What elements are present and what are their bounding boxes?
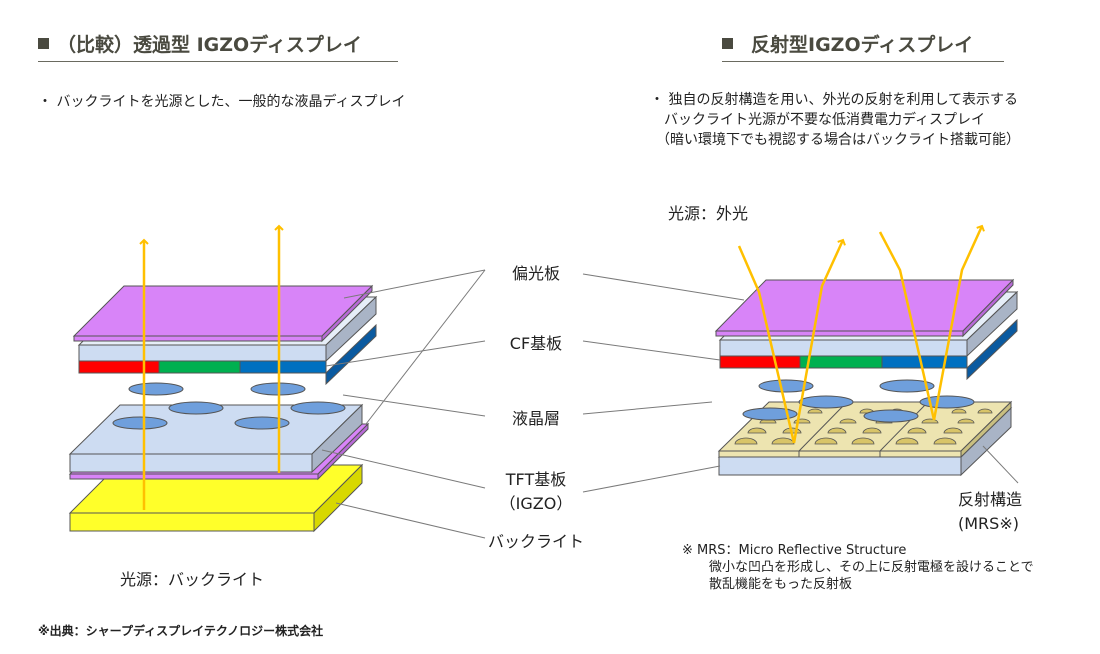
square-bullet-icon [722, 38, 733, 49]
reflected-ray-arrow [792, 238, 846, 444]
right-description-line: ・ 独自の反射構造を用い、外光の反射を利用して表示する [650, 92, 1019, 108]
right-heading-rule [722, 61, 1004, 62]
left-light-source: 光源：バックライト [120, 570, 265, 589]
ambient-light-rays [737, 224, 985, 444]
label-polarizer: 偏光板 [511, 264, 560, 283]
footnote-line: 散乱機能をもった反射板 [709, 577, 853, 592]
liquid-crystal-molecules-reflective [742, 379, 975, 423]
mrs-footnote: ※ MRS：Micro Reflective Structure 微小な凹凸を形… [682, 542, 1034, 593]
left-description: ・ バックライトを光源とした、一般的な液晶ディスプレイ [38, 94, 406, 110]
mrs-label-line: (MRS※) [958, 514, 1019, 533]
mrs-label-line: 反射構造 [958, 490, 1023, 509]
right-description-line: バックライト光源が不要な低消費電力ディスプレイ [664, 112, 986, 128]
tft-substrate-layer [68, 403, 364, 474]
polarizer-layer-reflective [714, 278, 1015, 338]
leader-lines [321, 269, 1019, 539]
incident-ray [878, 231, 936, 421]
right-stack [714, 278, 1019, 477]
left-heading: （比較）透過型 IGZOディスプレイ [38, 30, 362, 57]
right-description-line: （暗い環境下でも視認する場合はバックライト搭載可能） [656, 132, 1020, 148]
label-tft-igzo: （IGZO） [499, 494, 573, 513]
square-bullet-icon [38, 38, 49, 49]
source-credit: ※出典：シャープディスプレイテクノロジー株式会社 [38, 624, 324, 638]
reflected-ray-arrow [932, 224, 985, 421]
incident-ray [737, 245, 796, 444]
upper-polarizer-layer [72, 284, 374, 343]
mrs-label: 反射構造 (MRS※) [958, 488, 1022, 536]
footnote-line: ※ MRS：Micro Reflective Structure [682, 543, 907, 558]
right-light-source: 光源：外光 [668, 204, 749, 223]
footnote-line: 微小な凹凸を形成し、その上に反射電極を設けることで [709, 560, 1034, 575]
color-filter-layer-reflective [719, 318, 1018, 381]
right-heading: 反射型IGZOディスプレイ [722, 30, 973, 57]
left-heading-rule [38, 61, 398, 62]
label-liquid-crystal: 液晶層 [511, 409, 560, 428]
label-tft-substrate: TFT基板 [505, 470, 567, 489]
right-description: ・ 独自の反射構造を用い、外光の反射を利用して表示する バックライト光源が不要な… [650, 90, 1020, 150]
label-cf-substrate: CF基板 [509, 334, 563, 353]
label-backlight: バックライト [487, 532, 584, 551]
backlight-rays [139, 224, 284, 510]
left-stack [68, 284, 378, 533]
color-filter-layer [78, 323, 377, 386]
